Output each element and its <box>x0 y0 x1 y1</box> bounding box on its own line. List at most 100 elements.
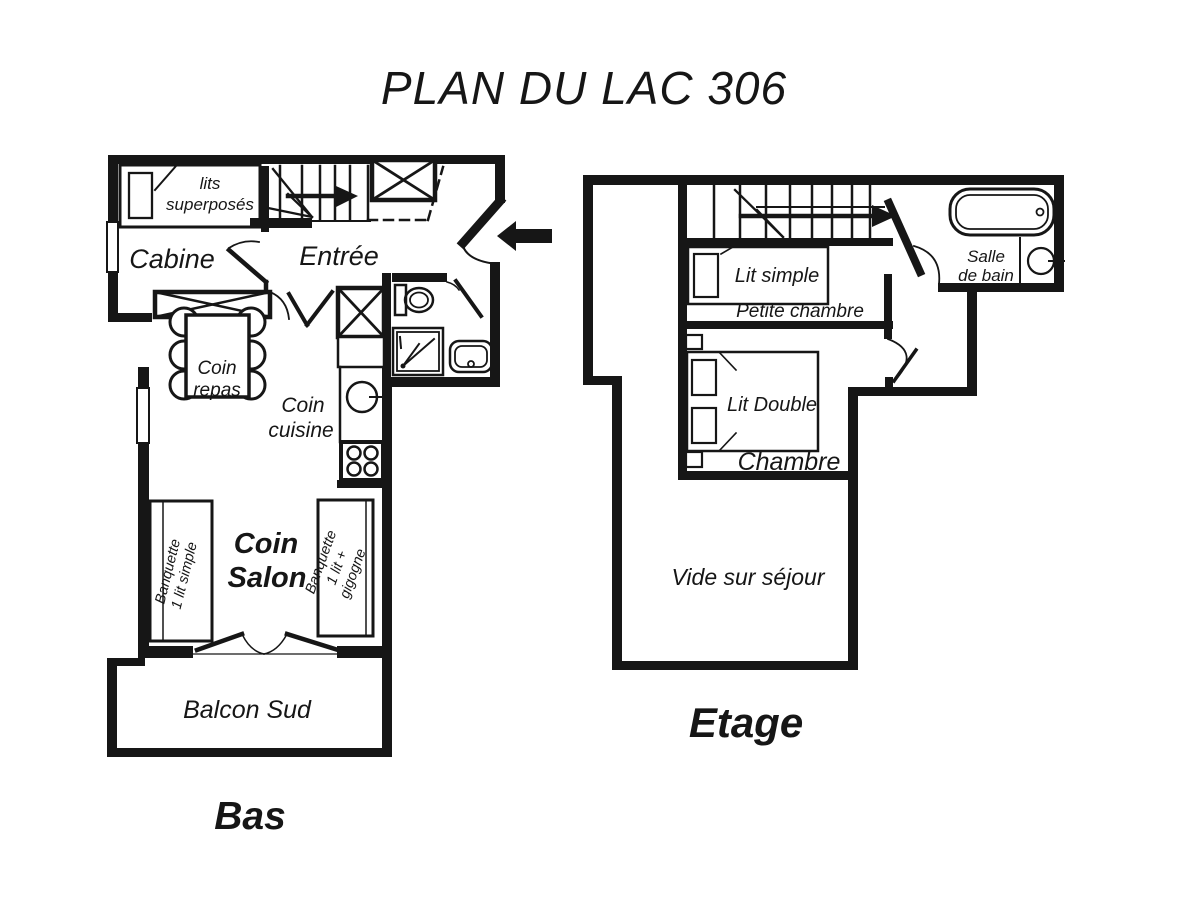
door-leaf <box>286 291 310 328</box>
wall <box>108 155 505 164</box>
pillow <box>690 358 718 397</box>
walls-etage <box>583 175 1064 670</box>
walls-bas <box>106 155 507 658</box>
label-coin-repas: Coin <box>197 358 236 379</box>
label-lit-double: Lit Double <box>727 394 817 416</box>
wall <box>250 218 312 228</box>
wall <box>382 387 392 658</box>
wall <box>583 175 593 385</box>
label-salle-de-bain: de bain <box>958 266 1014 285</box>
wall <box>138 367 149 388</box>
wall <box>848 387 977 396</box>
bathroom-bas <box>391 278 494 377</box>
toilet-icon <box>393 283 435 317</box>
kitchen-block <box>335 285 389 482</box>
entrance-splay-wall <box>456 194 507 250</box>
door-arc <box>446 281 461 292</box>
wall <box>938 283 1064 292</box>
wall <box>884 329 892 339</box>
wall <box>138 443 149 658</box>
pillow <box>692 252 720 299</box>
nightstand <box>684 450 704 469</box>
wall <box>108 272 118 313</box>
bench-bed-left <box>148 499 214 643</box>
wall <box>682 238 893 246</box>
label-petite-chambre: Petite chambre <box>736 301 864 322</box>
wall <box>678 471 858 480</box>
counter-box <box>336 335 386 369</box>
cabine-door <box>225 240 270 297</box>
bunk-bed <box>118 163 262 229</box>
single-bed <box>686 245 830 306</box>
cabine-partition-wall <box>261 166 269 232</box>
label-lits-superposes: superposés <box>166 195 254 214</box>
pillow <box>127 171 154 220</box>
wall <box>145 646 193 658</box>
diagonal-wall <box>883 197 926 278</box>
entrance-arrow-icon <box>497 221 552 251</box>
wall <box>967 287 977 392</box>
label-floor-etage: Etage <box>689 699 803 746</box>
wall <box>884 274 892 321</box>
wall <box>495 155 505 203</box>
dining-table <box>184 313 251 399</box>
wall <box>108 155 118 222</box>
door-arc <box>227 240 261 250</box>
dashed-storage-outline <box>426 165 445 222</box>
wall <box>612 376 622 670</box>
washbasin-icon <box>448 339 494 374</box>
wall <box>107 748 392 757</box>
door-arc <box>268 290 290 320</box>
wall <box>848 392 858 670</box>
nightstand <box>684 333 704 351</box>
balcony <box>107 658 392 757</box>
door-leaf <box>284 631 341 653</box>
wall <box>108 313 152 322</box>
pillow <box>690 406 718 445</box>
stair-winder-line <box>266 206 314 219</box>
door-leaf <box>891 347 919 384</box>
wall <box>337 646 392 658</box>
bathroom-door <box>912 244 941 285</box>
wall <box>392 273 447 282</box>
upper-floor-plan: Lit simple Petite chambre Salle de bain … <box>583 175 1065 746</box>
lower-floor-plan: lits superposés Cabine Entrée Coin repas… <box>106 155 552 838</box>
wall <box>612 661 857 670</box>
wall <box>107 658 145 666</box>
kitchen-sink-icon <box>345 380 389 414</box>
entrance-door-arc <box>461 244 499 266</box>
door-leaf <box>225 246 270 286</box>
label-salle-de-bain: Salle <box>967 247 1005 266</box>
wall <box>1054 175 1064 292</box>
door-arc <box>263 632 289 655</box>
wall <box>384 377 500 387</box>
door-leaf <box>304 289 335 328</box>
label-coin-salon: Coin <box>234 528 298 560</box>
door-arc <box>241 633 265 655</box>
door-leaf <box>194 631 245 653</box>
wall <box>583 376 622 385</box>
stairs-up-arrow <box>285 186 358 207</box>
wall <box>107 658 117 757</box>
wall <box>678 185 687 480</box>
label-coin-salon: Salon <box>228 562 307 594</box>
shower-icon <box>391 326 445 377</box>
label-coin-cuisine: Coin <box>281 394 324 417</box>
balcony-door <box>192 631 341 655</box>
wall <box>382 273 391 387</box>
dining-set <box>168 306 267 401</box>
door-arc <box>912 244 941 285</box>
label-vide-sur-sejour: Vide sur séjour <box>672 564 826 590</box>
label-floor-bas: Bas <box>214 795 286 838</box>
double-bed <box>684 333 820 469</box>
window <box>136 387 150 444</box>
staircase-etage <box>712 183 896 240</box>
window <box>106 221 119 273</box>
stairs-up-arrow <box>738 205 896 227</box>
page-title: PLAN DU LAC 306 <box>381 62 787 114</box>
label-entree: Entrée <box>299 241 379 271</box>
stair-winder-line <box>271 167 314 219</box>
door-leaf <box>453 278 484 319</box>
